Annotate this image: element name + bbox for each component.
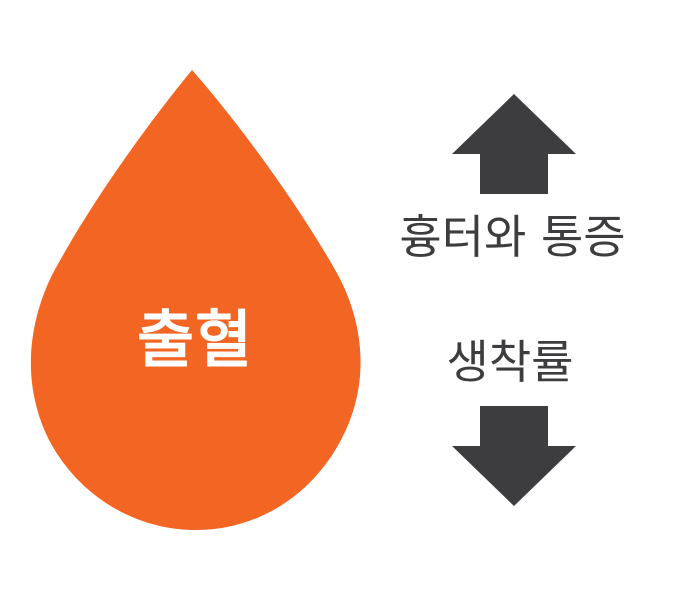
drop-label: 출혈 <box>136 303 254 376</box>
arrow-down-icon <box>452 406 576 506</box>
decrease-label: 생착률 <box>446 335 574 389</box>
increase-label: 흉터와 통증 <box>399 210 626 264</box>
arrow-up-icon <box>452 94 576 194</box>
